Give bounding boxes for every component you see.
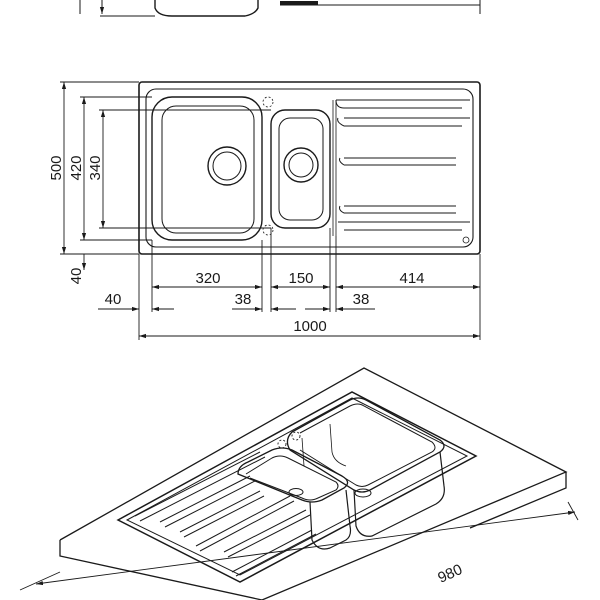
- dim-gap-between-bowls: 38: [235, 291, 252, 308]
- dim-front-margin: 40: [68, 268, 85, 285]
- plan-view: 500 420 340 40 320 150: [48, 81, 481, 340]
- countertop-length-dimension: 980: [19, 501, 579, 591]
- dim-small-bowl-width: 150: [288, 270, 313, 287]
- dim-bowl-inner-depth: 340: [87, 155, 104, 180]
- dim-overall-depth: 500: [48, 155, 65, 180]
- small-bowl-drain: [283, 147, 319, 183]
- sink-rim-outline: [138, 81, 481, 255]
- side-view-cropped: [79, 0, 481, 17]
- main-bowl-drain: [207, 146, 247, 186]
- iso-drainer: [134, 451, 317, 577]
- dim-countertop-length: 980: [435, 561, 465, 587]
- dim-gap-to-drainer: 38: [353, 291, 370, 308]
- horizontal-dimensions: 320 150 414 40 38 38 1000: [98, 228, 481, 340]
- countertop: [59, 367, 568, 600]
- drainer: [332, 99, 470, 244]
- dim-bowl-outer-depth: 420: [68, 155, 85, 180]
- dim-left-margin: 40: [105, 291, 122, 308]
- iso-small-bowl: [237, 447, 352, 550]
- vertical-dimensions: 500 420 340 40: [48, 81, 271, 285]
- dim-overall-width: 1000: [293, 318, 326, 335]
- main-bowl: [151, 96, 274, 241]
- dim-main-bowl-width: 320: [195, 270, 220, 287]
- dim-drainer-width: 414: [399, 270, 424, 287]
- iso-sink-rim: [116, 391, 478, 583]
- isometric-view: 980: [19, 367, 579, 600]
- small-bowl: [270, 109, 331, 229]
